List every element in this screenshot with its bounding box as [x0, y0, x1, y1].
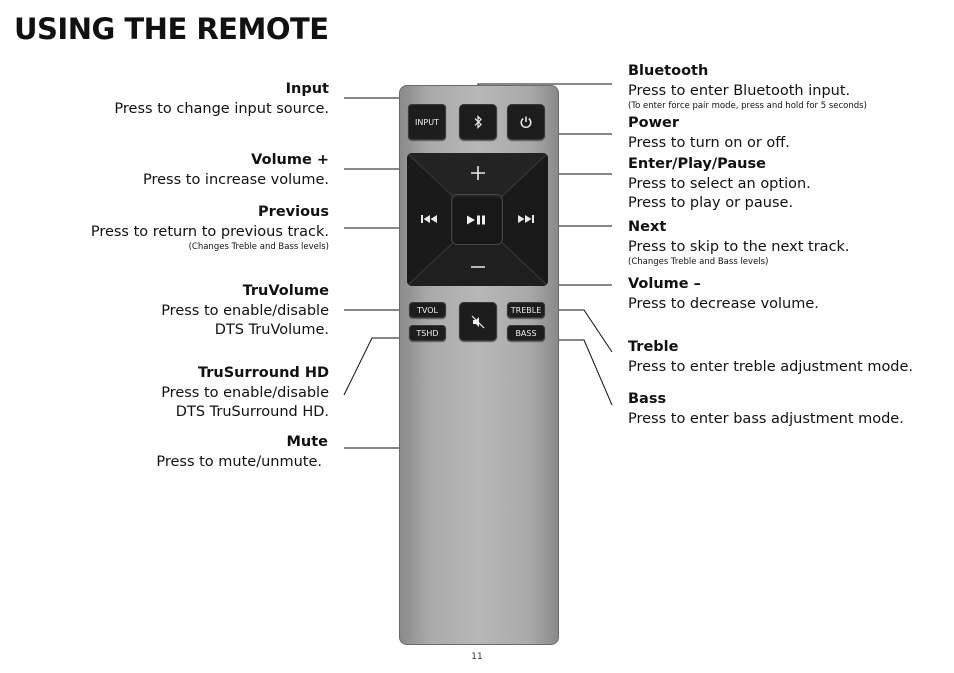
label-volume-plus: Volume + Press to increase volume. [143, 151, 329, 190]
label-title: Input [285, 81, 329, 97]
play-pause-icon [467, 215, 485, 224]
next-icon [518, 215, 534, 223]
label-desc: Press to skip to the next track. [628, 238, 850, 255]
label-truvolume: TruVolume Press to enable/disable DTS Tr… [161, 282, 329, 341]
label-title: Power [628, 115, 679, 131]
label-next: Next Press to skip to the next track. (C… [628, 218, 850, 267]
enter-play-pause-button[interactable] [452, 195, 502, 244]
label-title: Next [628, 219, 667, 235]
label-desc: Press to change input source. [114, 100, 329, 117]
label-title: TruSurround HD [197, 365, 329, 381]
label-trusurround: TruSurround HD Press to enable/disable D… [161, 364, 329, 423]
label-title: Mute [286, 434, 328, 450]
label-title: Enter/Play/Pause [628, 156, 766, 172]
directional-pad [407, 153, 548, 286]
label-desc: Press to mute/unmute. [156, 453, 322, 470]
previous-icon [421, 215, 437, 223]
tvol-button[interactable]: TVOL [409, 302, 446, 318]
label-bluetooth: Bluetooth Press to enter Bluetooth input… [628, 62, 867, 111]
label-title: TruVolume [242, 283, 329, 299]
label-desc: Press to play or pause. [628, 195, 794, 211]
label-bass: Bass Press to enter bass adjustment mode… [628, 390, 904, 429]
label-desc: Press to enter bass adjustment mode. [628, 410, 904, 427]
label-volume-minus: Volume – Press to decrease volume. [628, 275, 819, 314]
label-desc: Press to enable/disable [161, 302, 329, 319]
label-enter-play-pause: Enter/Play/Pause Press to select an opti… [628, 155, 811, 214]
input-button[interactable]: INPUT [408, 104, 446, 140]
next-segment[interactable] [477, 153, 549, 286]
bass-button[interactable]: BASS [507, 325, 545, 341]
label-desc: DTS TruSurround HD. [175, 404, 329, 420]
remote-control: INPUT [399, 85, 559, 645]
mute-icon [471, 315, 485, 328]
page-title: USING THE REMOTE [14, 12, 329, 46]
label-title: Treble [628, 339, 679, 355]
label-previous: Previous Press to return to previous tra… [91, 203, 329, 252]
label-title: Bass [628, 391, 667, 407]
label-desc: Press to decrease volume. [628, 295, 819, 312]
label-title: Bluetooth [628, 63, 709, 79]
treble-button[interactable]: TREBLE [507, 302, 545, 318]
label-desc: DTS TruVolume. [214, 322, 329, 338]
page-number: 11 [471, 652, 483, 662]
label-desc: Press to increase volume. [143, 171, 329, 188]
label-mute: Mute Press to mute/unmute. [156, 433, 328, 472]
label-desc: Press to enter Bluetooth input. [628, 82, 851, 99]
bluetooth-button[interactable] [459, 104, 497, 140]
label-desc: Press to enter treble adjustment mode. [628, 358, 914, 375]
label-desc: Press to enable/disable [161, 384, 329, 401]
label-note: (Changes Treble and Bass levels) [628, 257, 769, 267]
tshd-button[interactable]: TSHD [409, 325, 446, 341]
label-note: (Changes Treble and Bass levels) [188, 242, 329, 252]
label-title: Volume + [251, 152, 329, 168]
power-button[interactable] [507, 104, 545, 140]
label-input: Input Press to change input source. [114, 80, 329, 119]
plus-icon [471, 166, 485, 180]
label-desc: Press to return to previous track. [90, 223, 329, 240]
label-power: Power Press to turn on or off. [628, 114, 790, 153]
label-treble: Treble Press to enter treble adjustment … [628, 338, 913, 377]
volume-down-segment[interactable] [407, 219, 548, 287]
label-desc: Press to select an option. [628, 175, 811, 192]
power-icon [520, 116, 532, 129]
label-note: (To enter force pair mode, press and hol… [628, 101, 867, 111]
mute-button[interactable] [459, 302, 497, 341]
volume-up-segment[interactable] [407, 153, 548, 220]
leader-trusurround [343, 337, 410, 396]
bluetooth-icon [474, 115, 482, 129]
label-title: Previous [258, 204, 329, 220]
label-desc: Press to turn on or off. [628, 134, 790, 151]
previous-segment[interactable] [407, 153, 478, 286]
label-title: Volume – [628, 276, 701, 292]
